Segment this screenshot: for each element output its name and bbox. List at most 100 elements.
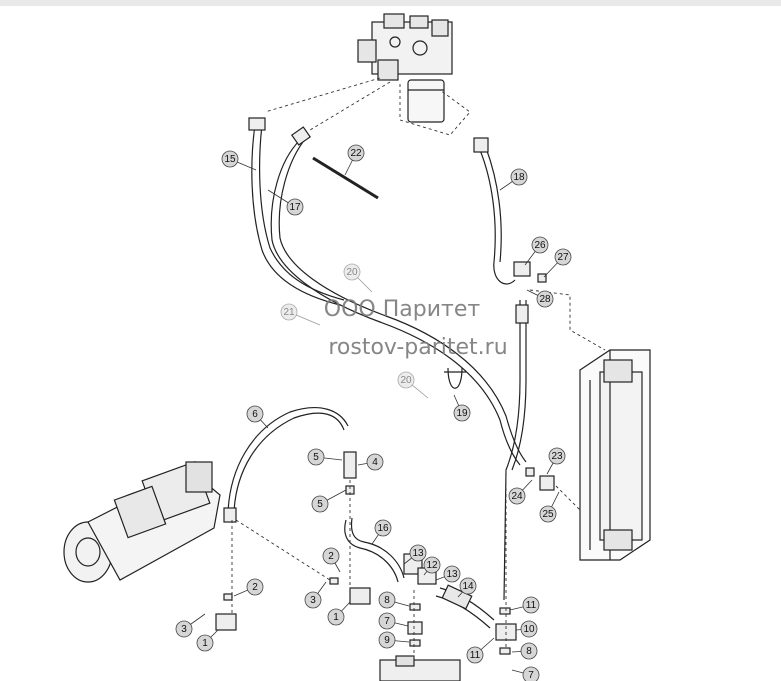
callout-c2b: 2 [233, 578, 264, 597]
fittings-1-2-3-mid [329, 577, 371, 605]
fittings-7-8-9 [407, 603, 423, 647]
callout-number: 5 [313, 452, 319, 463]
callout-number: 2 [252, 582, 258, 593]
hose-6 [223, 407, 349, 523]
callout-bubble [221, 150, 239, 168]
callout-c18: 18 [499, 168, 528, 191]
callout-number: 10 [523, 624, 535, 635]
callout-bubble [280, 303, 298, 321]
callout-c6: 6 [246, 405, 269, 429]
callout-c10: 10 [515, 620, 538, 638]
callout-number: 5 [317, 499, 323, 510]
callout-bubble [409, 544, 427, 562]
callout-bubble [522, 666, 540, 681]
callout-c23: 23 [546, 447, 566, 475]
callout-c8a: 8 [378, 591, 410, 609]
callout-c8b: 8 [511, 642, 538, 660]
rod-22 [312, 156, 379, 200]
callout-number: 8 [384, 595, 390, 606]
pump-assembly [63, 460, 221, 583]
callout-number: 17 [289, 202, 301, 213]
callout-c13a: 13 [403, 544, 427, 565]
callout-bubble [246, 405, 264, 423]
callout-number: 13 [446, 569, 458, 580]
callout-c5b: 5 [311, 489, 347, 513]
callout-c27: 27 [543, 248, 572, 278]
callout-bubble [307, 448, 325, 466]
callout-bubble [196, 634, 214, 652]
callout-c16: 16 [371, 519, 392, 545]
callout-bubble [508, 487, 526, 505]
callout-bubble [322, 547, 340, 565]
callout-number: 9 [384, 635, 390, 646]
callout-bubble [246, 578, 264, 596]
callout-c2a: 2 [322, 547, 341, 573]
callout-bubble [548, 447, 566, 465]
fittings-23-24-25 [525, 467, 555, 491]
callout-number: 25 [542, 509, 554, 520]
callout-bubble [459, 577, 477, 595]
callout-number: 12 [426, 560, 438, 571]
callout-number: 3 [310, 595, 316, 606]
callout-number: 20 [400, 375, 412, 386]
callout-number: 7 [528, 670, 534, 681]
valve-block [357, 13, 453, 123]
hose-18 [473, 137, 516, 285]
callout-c3b: 3 [175, 613, 206, 638]
callout-c4: 4 [357, 453, 384, 471]
callout-number: 6 [252, 409, 258, 420]
callout-number: 22 [350, 148, 362, 159]
callout-c11a: 11 [509, 596, 540, 614]
watermark-line-1: ООО Паритет [324, 297, 481, 322]
callout-number: 8 [526, 646, 532, 657]
callout-bubble [522, 596, 540, 614]
callout-c17: 17 [267, 189, 304, 216]
callout-bubble [374, 519, 392, 537]
hose-16 [344, 517, 405, 583]
callout-number: 24 [511, 491, 523, 502]
callout-bubble [453, 404, 471, 422]
callout-bubble [327, 608, 345, 626]
callout-number: 1 [333, 612, 339, 623]
callout-c26: 26 [524, 236, 549, 266]
callout-bubble [539, 505, 557, 523]
callout-number: 26 [534, 240, 546, 251]
bottom-valve-block [379, 655, 461, 681]
callout-c11b: 11 [466, 637, 495, 664]
callout-number: 28 [539, 294, 551, 305]
callout-number: 7 [384, 616, 390, 627]
callout-number: 23 [551, 451, 563, 462]
callout-c7b: 7 [511, 666, 540, 681]
callout-number: 18 [513, 172, 525, 183]
fittings-1-2-3-left [215, 593, 237, 631]
callout-bubble [520, 620, 538, 638]
callout-c15: 15 [221, 150, 257, 171]
callout-bubble [378, 612, 396, 630]
callout-c20b: 20 [397, 371, 429, 399]
callout-c22: 22 [344, 144, 365, 176]
callout-c25: 25 [539, 491, 560, 523]
callout-bubble [378, 631, 396, 649]
callout-bubble [520, 642, 538, 660]
callout-c7a: 7 [378, 612, 409, 630]
callout-c9: 9 [378, 631, 410, 649]
callout-bubble [510, 168, 528, 186]
callout-c12: 12 [423, 556, 441, 576]
callout-number: 14 [462, 581, 474, 592]
callout-number: 15 [224, 154, 236, 165]
callout-bubble [466, 646, 484, 664]
callout-c24: 24 [508, 479, 533, 505]
callout-number: 11 [526, 600, 537, 611]
callout-number: 3 [181, 624, 187, 635]
callout-bubble [378, 591, 396, 609]
callout-bubble [366, 453, 384, 471]
callout-number: 27 [557, 252, 569, 263]
callout-c20a: 20 [343, 263, 373, 293]
callout-bubble [397, 371, 415, 389]
clamp-19 [444, 367, 466, 389]
callout-number: 1 [202, 638, 208, 649]
callout-bubble [443, 565, 461, 583]
callout-c19: 19 [453, 394, 471, 422]
